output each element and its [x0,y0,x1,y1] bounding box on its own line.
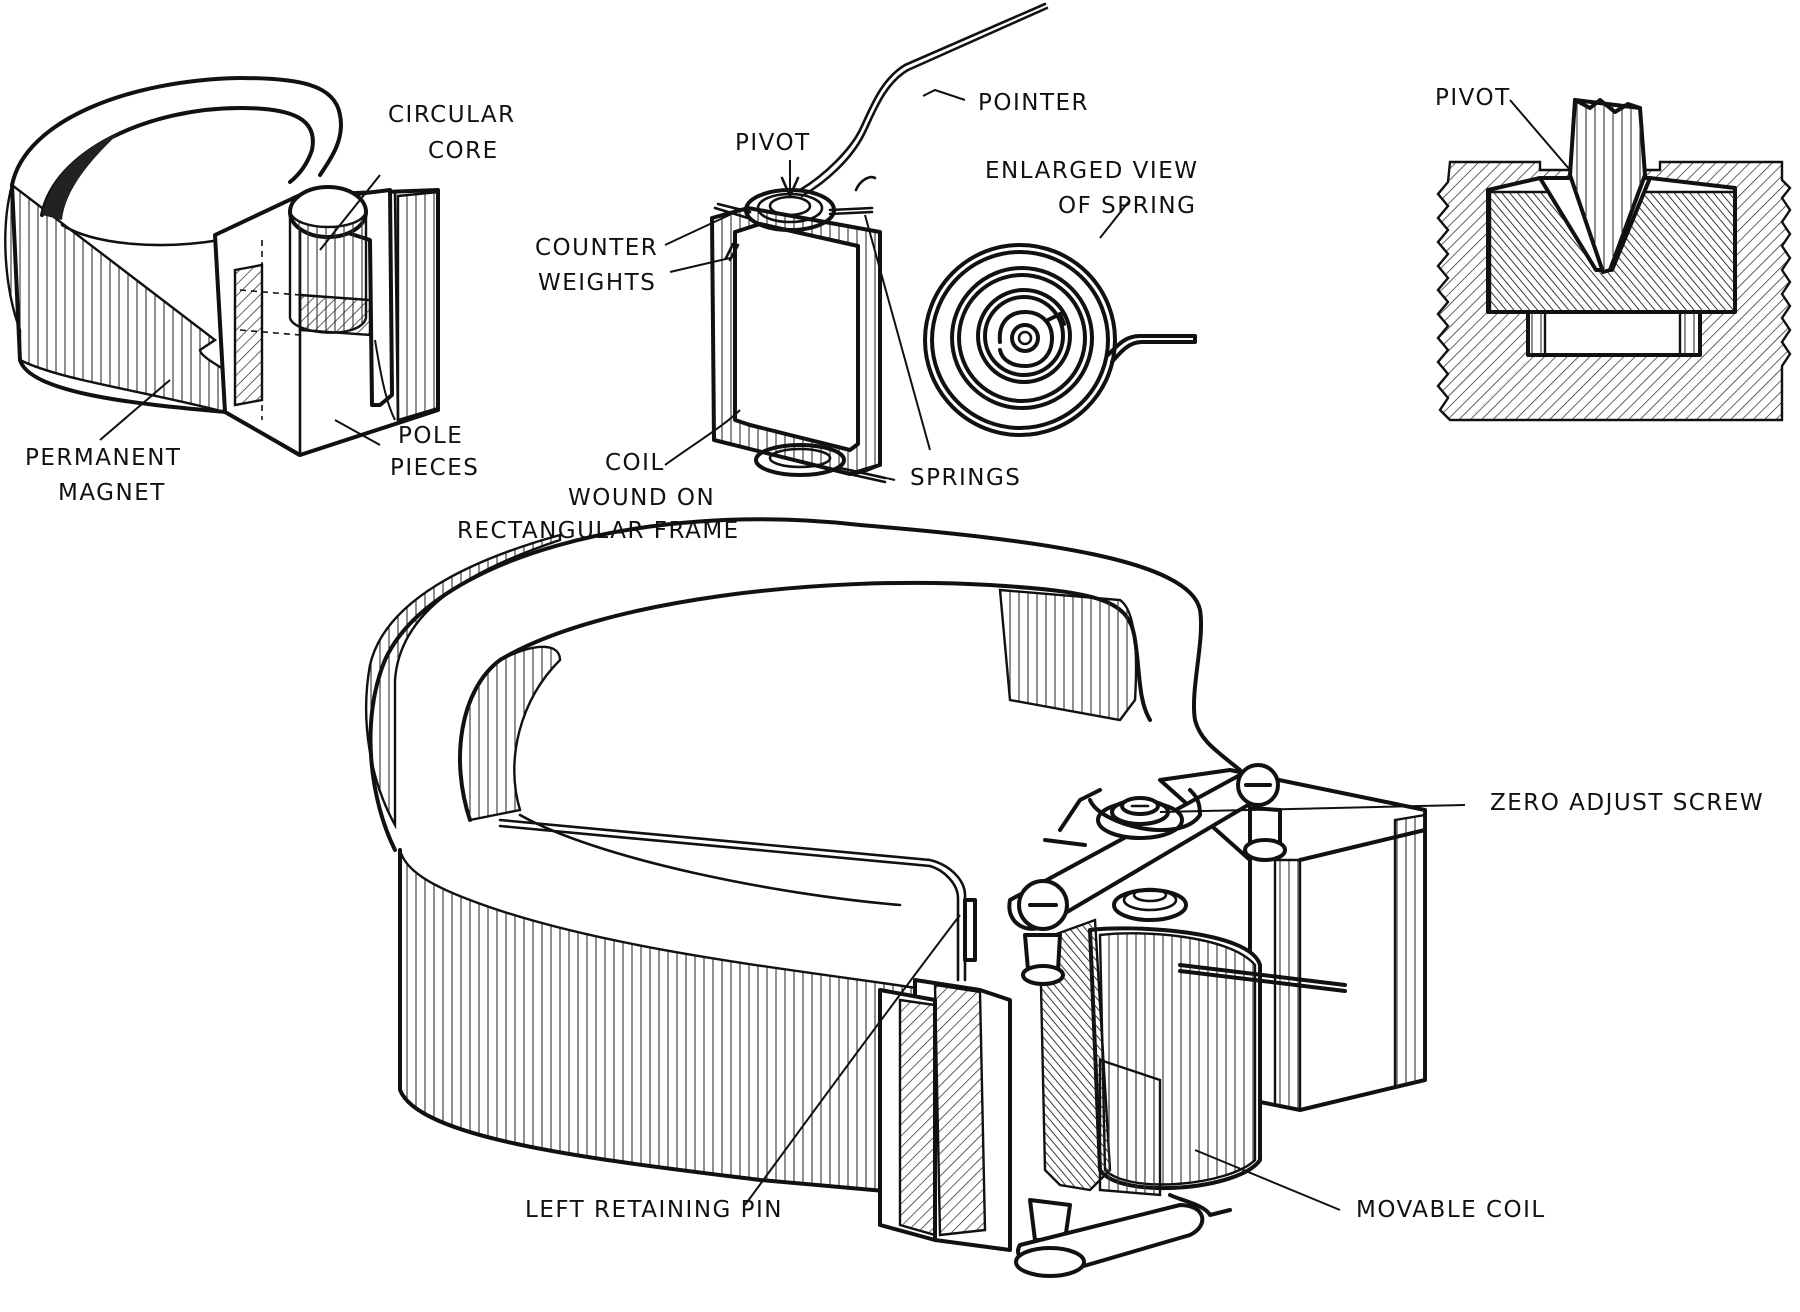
label-pole-pieces: POLE [398,423,463,449]
label-permanent-magnet-2: MAGNET [58,480,166,506]
label-circular-core: CIRCULAR [388,102,516,128]
label-counter-weights: COUNTER [535,235,658,261]
label-coil-2: WOUND ON [568,485,715,511]
label-zero-adjust-screw: ZERO ADJUST SCREW [1490,790,1764,816]
label-permanent-magnet: PERMANENT [25,445,181,471]
label-pivot-detail: PIVOT [1435,85,1511,111]
label-enlarged-view: ENLARGED VIEW [985,158,1198,184]
label-left-retaining-pin: LEFT RETAINING PIN [525,1197,783,1223]
label-pivot-coil: PIVOT [735,130,811,156]
assembled-meter-drawing [365,517,1427,1278]
spring-spiral-drawing [923,243,1197,437]
label-pole-pieces-2: PIECES [390,455,479,481]
label-movable-coil: MOVABLE COIL [1356,1197,1546,1223]
label-springs: SPRINGS [910,465,1021,491]
label-enlarged-view-2: OF SPRING [1058,193,1196,219]
pivot-detail-drawing [1436,98,1792,422]
labels: CIRCULAR CORE PERMANENT MAGNET POLE PIEC… [25,85,1764,1223]
label-coil: COIL [605,450,665,476]
coil-assembly-drawing [710,2,1049,484]
label-coil-3: RECTANGULAR FRAME [457,518,740,544]
permanent-magnet-drawing [4,76,440,458]
label-pointer: POINTER [978,90,1089,116]
label-counter-weights-2: WEIGHTS [538,270,656,296]
label-circular-core-2: CORE [428,138,499,164]
leader-lines [99,88,1571,1211]
